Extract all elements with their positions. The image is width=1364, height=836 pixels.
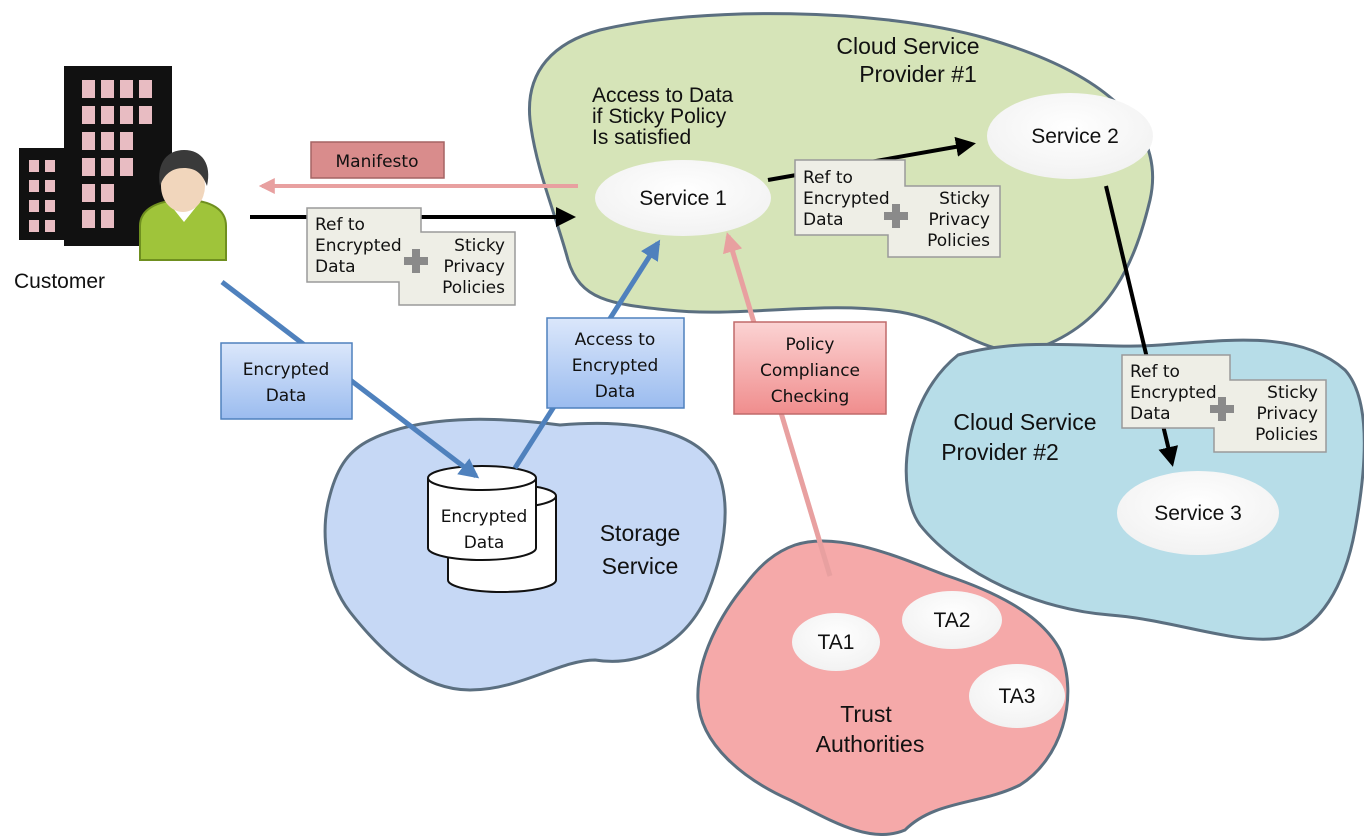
sticky1-ref-line3: Data xyxy=(315,257,356,277)
sticky-policy-box-1: Ref to Encrypted Data Sticky Privacy Pol… xyxy=(306,207,516,306)
storage-label-line1: Storage xyxy=(600,520,681,546)
plus-icon xyxy=(404,249,428,273)
sticky3-policy-line2: Privacy xyxy=(1256,404,1318,424)
sticky1-policy-line3: Policies xyxy=(442,278,505,298)
sticky3-ref-line3: Data xyxy=(1130,404,1171,424)
service-1-label: Service 1 xyxy=(639,187,727,210)
access-encrypted-data-box: Access to Encrypted Data xyxy=(546,317,685,409)
service-3-node xyxy=(1117,471,1279,555)
manifesto-label: Manifesto xyxy=(336,152,419,172)
policy-line2: Compliance xyxy=(760,361,860,381)
service-2-node xyxy=(987,93,1153,179)
ta2-label: TA2 xyxy=(934,609,971,632)
person-icon xyxy=(139,150,227,261)
sticky2-ref-line2: Encrypted xyxy=(803,189,890,209)
trust-label-line2: Authorities xyxy=(816,731,925,757)
service-1-node xyxy=(595,160,771,236)
sticky-policy-box-2: Ref to Encrypted Data Sticky Privacy Pol… xyxy=(794,159,1001,258)
sticky3-policy-line1: Sticky xyxy=(1267,383,1318,403)
encrypted-data-line1: Encrypted xyxy=(243,360,330,380)
sticky3-policy-line3: Policies xyxy=(1255,425,1318,445)
sticky2-policy-line3: Policies xyxy=(927,231,990,251)
access-note-line1: Access to Data xyxy=(592,84,734,107)
plus-icon xyxy=(884,204,908,228)
service-2-label: Service 2 xyxy=(1031,125,1119,148)
database-icon xyxy=(427,465,557,593)
sticky-policy-box-3: Ref to Encrypted Data Sticky Privacy Pol… xyxy=(1121,354,1327,453)
service-3: Service 3 xyxy=(1117,471,1279,555)
cloud-provider-1-title-line1: Cloud Service xyxy=(836,33,979,59)
sticky1-ref-line1: Ref to xyxy=(315,215,365,235)
storage-service: Encrypted Data Storage Service xyxy=(323,417,727,692)
customer-label: Customer xyxy=(14,270,105,293)
service-2: Service 2 xyxy=(987,93,1153,179)
plus-icon xyxy=(1210,397,1234,421)
sticky1-policy-line2: Privacy xyxy=(443,257,505,277)
access-encrypted-line1: Access to xyxy=(575,330,656,350)
policy-line3: Checking xyxy=(771,387,850,407)
access-note-line2: if Sticky Policy xyxy=(592,105,727,128)
cloud-provider-2-title-line1: Cloud Service xyxy=(953,409,1096,435)
access-note-line3: Is satisfied xyxy=(592,126,691,149)
ta1-label: TA1 xyxy=(818,631,855,654)
sticky1-policy-line1: Sticky xyxy=(454,236,505,256)
service-3-label: Service 3 xyxy=(1154,502,1242,525)
service-1: Service 1 xyxy=(595,160,771,236)
ta3-node xyxy=(969,664,1065,728)
ta1-node xyxy=(792,613,880,671)
cloud-provider-2-title-line2: Provider #2 xyxy=(941,439,1059,465)
cloud-provider-1-title-line2: Provider #1 xyxy=(859,61,977,87)
sticky3-ref-line1: Ref to xyxy=(1130,362,1180,382)
trust-label-line1: Trust xyxy=(840,701,892,727)
encrypted-data-line2: Data xyxy=(266,386,307,406)
building-icon xyxy=(19,66,172,246)
sticky2-policy-line2: Privacy xyxy=(928,210,990,230)
sticky2-ref-line1: Ref to xyxy=(803,168,853,188)
policy-compliance-box: Policy Compliance Checking xyxy=(733,321,887,415)
policy-line1: Policy xyxy=(786,335,835,355)
trust-authorities: TA1 TA2 TA3 Trust Authorities xyxy=(696,539,1070,836)
access-encrypted-line2: Encrypted xyxy=(572,356,659,376)
sticky2-policy-line1: Sticky xyxy=(939,189,990,209)
access-encrypted-line3: Data xyxy=(595,382,636,402)
ta3-label: TA3 xyxy=(999,685,1036,708)
storage-db-label-line2: Data xyxy=(464,533,505,553)
manifesto-box: Manifesto xyxy=(310,141,445,179)
storage-label-line2: Service xyxy=(602,553,679,579)
encrypted-data-box: Encrypted Data xyxy=(220,342,353,420)
sticky1-ref-line2: Encrypted xyxy=(315,236,402,256)
storage-db-label-line1: Encrypted xyxy=(441,507,528,527)
ta2-node xyxy=(902,591,1002,649)
sticky2-ref-line3: Data xyxy=(803,210,844,230)
customer: Customer xyxy=(14,66,227,293)
sticky3-ref-line2: Encrypted xyxy=(1130,383,1217,403)
